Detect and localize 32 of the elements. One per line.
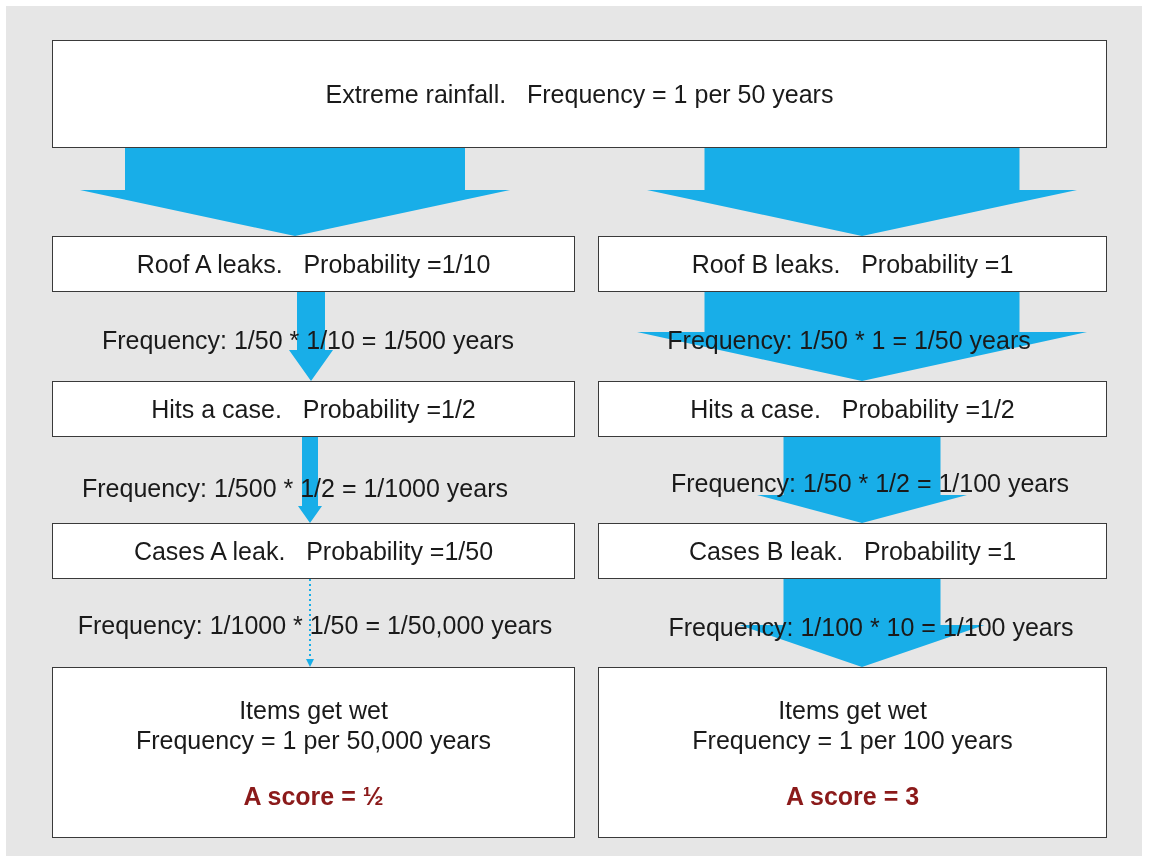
score-text: A score = ½ [243, 780, 384, 811]
block-arrow [637, 292, 1087, 381]
process-box [52, 40, 1107, 148]
process-box [598, 381, 1107, 437]
process-box [598, 523, 1107, 579]
block-arrow [739, 579, 985, 667]
box-title: Cases A leak. Probability =1/50 [133, 536, 494, 566]
process-box [52, 667, 575, 838]
block-arrow [298, 437, 322, 523]
edge-label: Frequency: 1/1000 * 1/50 = 1/50,000 years [77, 610, 553, 640]
block-arrow [757, 437, 967, 523]
box-title: Roof A leaks. Probability =1/10 [136, 249, 491, 279]
process-box [52, 523, 575, 579]
box-text: Frequency = 1 per 100 years [692, 724, 1013, 755]
block-arrow [647, 148, 1077, 236]
edge-label: Frequency: 1/500 * 1/2 = 1/1000 years [82, 473, 508, 503]
box-title: Hits a case. Probability =1/2 [690, 394, 1015, 424]
box-title: Items get wet [239, 694, 388, 725]
box-text: Frequency = 1 per 50,000 years [135, 724, 492, 755]
box-title: Roof B leaks. Probability =1 [691, 249, 1014, 279]
process-box [598, 667, 1107, 838]
process-box [52, 381, 575, 437]
dotted-arrow [306, 578, 314, 667]
edge-label: Frequency: 1/50 * 1 = 1/50 years [667, 325, 1031, 355]
box-title: Cases B leak. Probability =1 [688, 536, 1017, 566]
box-title: Extreme rainfall. Frequency = 1 per 50 years [325, 79, 834, 109]
score-text: A score = 3 [785, 780, 920, 811]
block-arrow [80, 148, 510, 236]
process-box [598, 236, 1107, 292]
box-title: Hits a case. Probability =1/2 [151, 394, 476, 424]
process-box [52, 236, 575, 292]
box-title: Items get wet [778, 694, 927, 725]
